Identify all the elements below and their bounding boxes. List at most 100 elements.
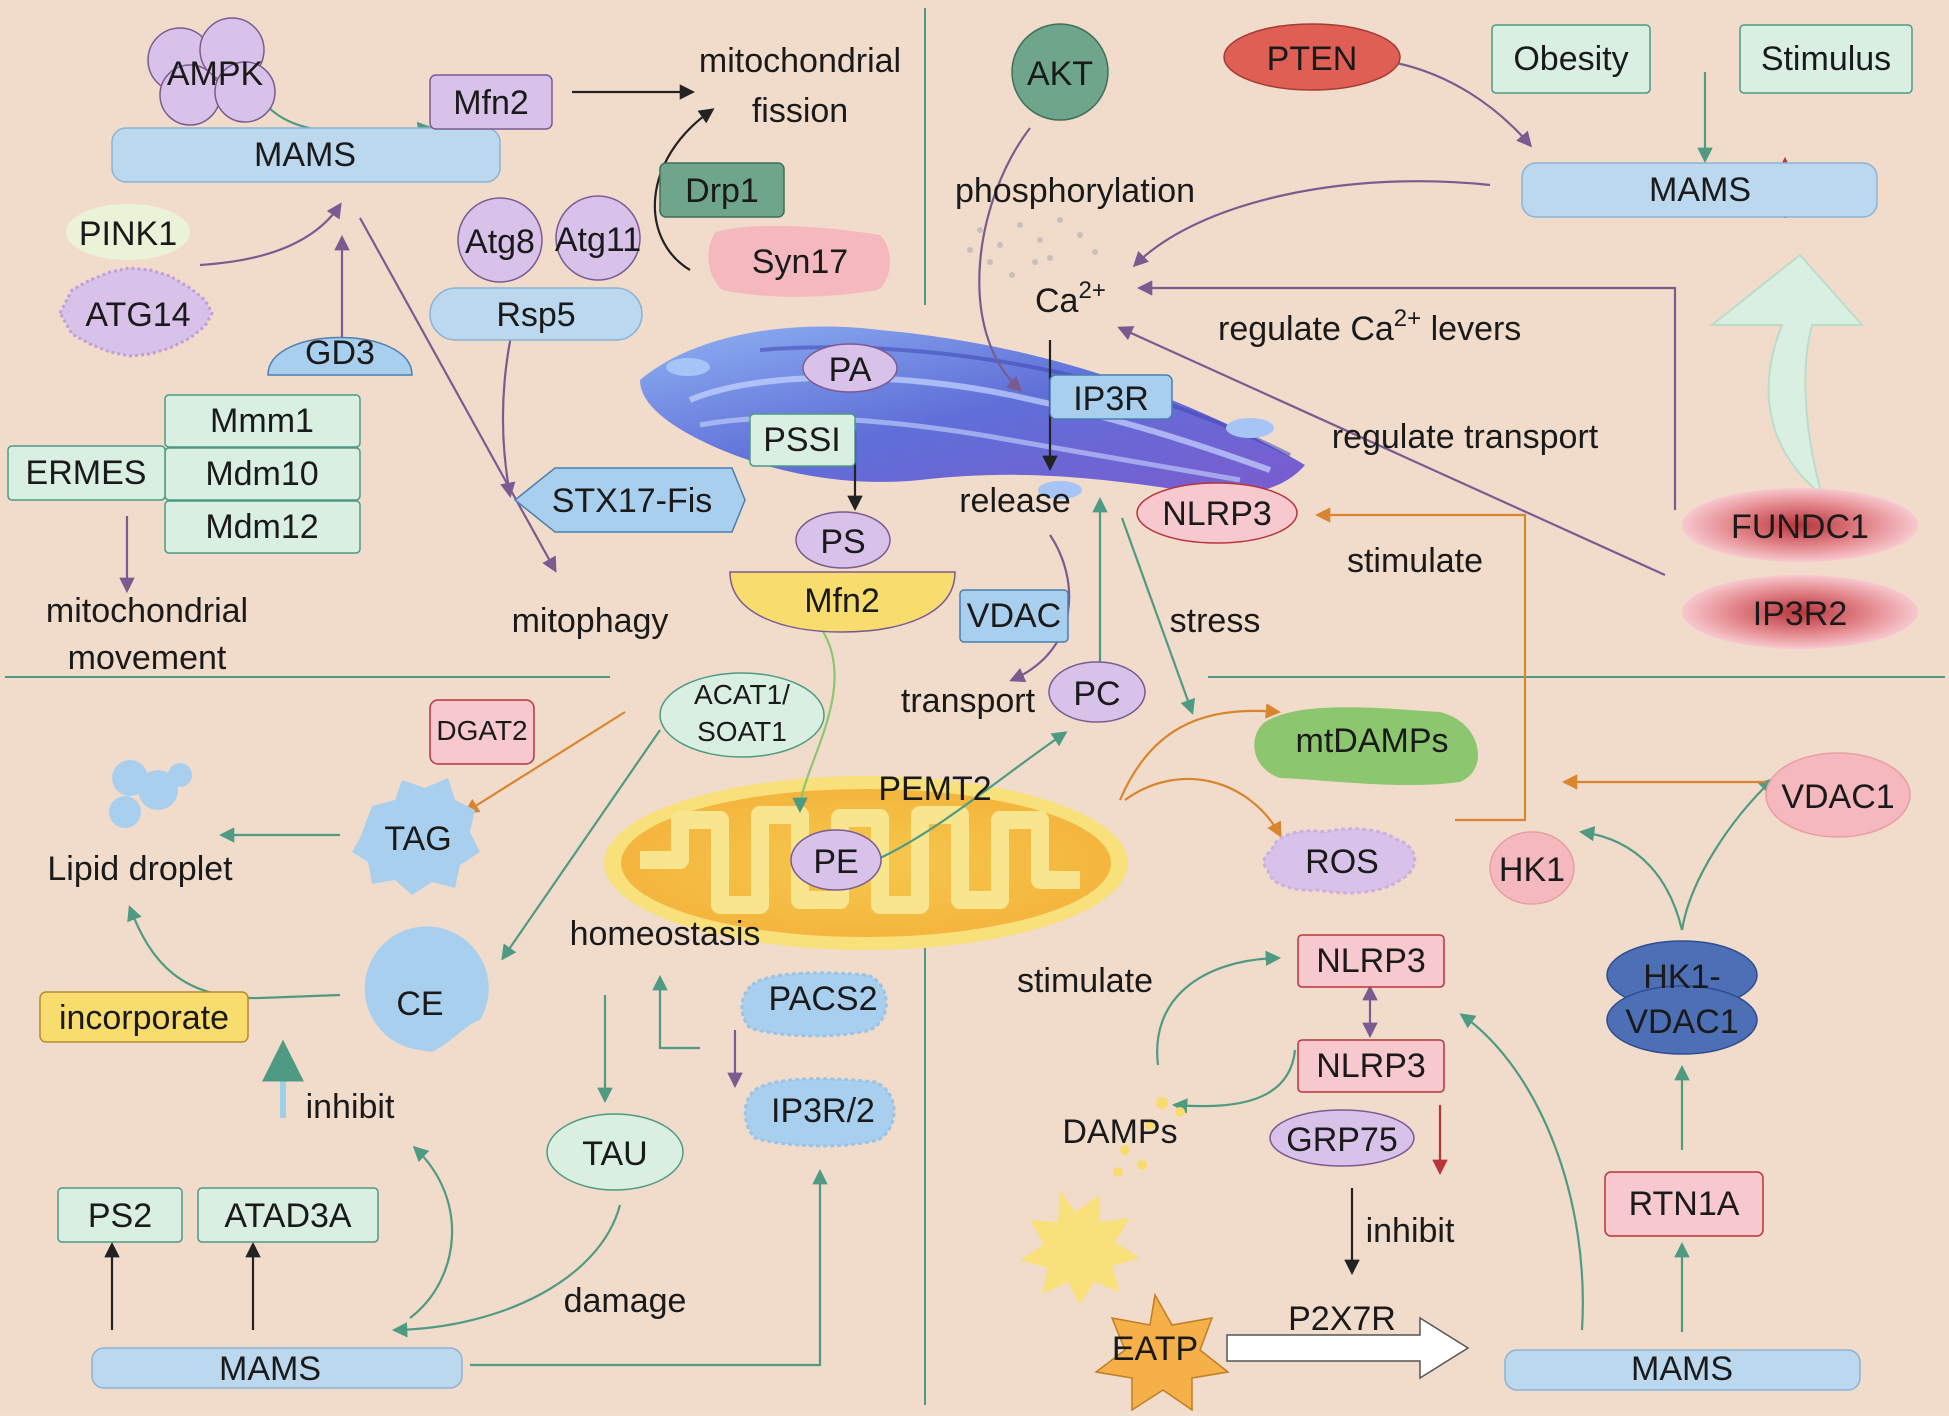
mfn2-mid-shape bbox=[729, 571, 956, 633]
arrows bbox=[104, 58, 1793, 1367]
pa-ellipse bbox=[802, 343, 898, 393]
regulate-ca-text: regulate Ca bbox=[1218, 310, 1394, 348]
mito-fission-line1: mitochondrial bbox=[699, 42, 901, 80]
eatp-star bbox=[1094, 1292, 1230, 1412]
pemt2-label: PEMT2 bbox=[878, 770, 991, 808]
dgat2-box bbox=[429, 699, 535, 765]
pssi-box bbox=[749, 413, 856, 467]
syn17-shape bbox=[708, 225, 890, 297]
fundc1-ellipse bbox=[1682, 488, 1918, 562]
stimulus-label: Stimulus bbox=[1761, 40, 1891, 78]
damps-label: DAMPs bbox=[1062, 1113, 1177, 1151]
atg8-label: Atg8 bbox=[465, 223, 535, 261]
pe-label: PE bbox=[813, 843, 858, 881]
ip3r2-label: IP3R2 bbox=[1753, 595, 1848, 633]
ip3r2-ellipse bbox=[1682, 575, 1918, 649]
transport-label: transport bbox=[901, 682, 1036, 720]
mtdamps-label: mtDAMPs bbox=[1296, 722, 1449, 760]
mito-movement-line1: mitochondrial bbox=[46, 592, 248, 630]
ce-shape bbox=[364, 926, 489, 1052]
nlrp3-top-label: NLRP3 bbox=[1162, 495, 1272, 533]
vdac-box bbox=[959, 589, 1069, 643]
atg14-label: ATG14 bbox=[85, 296, 190, 334]
ip3r-label: IP3R bbox=[1073, 380, 1149, 418]
regulate-ca-label: regulate Ca2+ levers bbox=[1218, 305, 1521, 348]
homeostasis-label: homeostasis bbox=[570, 915, 761, 953]
obesity-label: Obesity bbox=[1513, 40, 1628, 78]
mams-br-label: MAMS bbox=[1631, 1350, 1733, 1388]
lipid-droplet-icon bbox=[109, 760, 192, 828]
grp75-label: GRP75 bbox=[1286, 1121, 1398, 1159]
atg14-shape bbox=[58, 266, 214, 358]
mams-bar-br bbox=[1504, 1349, 1861, 1391]
ermes-box bbox=[7, 445, 166, 501]
eatp-label: EATP bbox=[1112, 1330, 1198, 1368]
nlrp3-a-label: NLRP3 bbox=[1316, 942, 1426, 980]
nlrp3-b-label: NLRP3 bbox=[1316, 1047, 1426, 1085]
inhibit-bl-label: inhibit bbox=[306, 1088, 395, 1126]
release-label: release bbox=[959, 482, 1071, 520]
akt-circle bbox=[1011, 23, 1109, 121]
nlrp3-a-box bbox=[1297, 934, 1445, 988]
mams-bl-label: MAMS bbox=[219, 1350, 321, 1388]
obesity-box bbox=[1491, 24, 1651, 94]
pa-label: PA bbox=[829, 351, 872, 389]
mams-bar-bl bbox=[91, 1347, 463, 1389]
ca-label: Ca2+ bbox=[1035, 277, 1106, 320]
mfn2-top-box bbox=[429, 74, 553, 130]
rtn1a-label: RTN1A bbox=[1629, 1185, 1740, 1223]
gd3-label: GD3 bbox=[305, 334, 375, 372]
nlrp3-b-box bbox=[1297, 1039, 1445, 1093]
syn17-label: Syn17 bbox=[752, 243, 848, 281]
drp1-label: Drp1 bbox=[685, 172, 759, 210]
ros-label: ROS bbox=[1305, 843, 1379, 881]
stimulus-box bbox=[1739, 24, 1913, 94]
pten-label: PTEN bbox=[1267, 40, 1358, 78]
ros-shape bbox=[1262, 827, 1417, 895]
tau-label: TAU bbox=[582, 1135, 647, 1173]
vdac-label: VDAC bbox=[967, 597, 1061, 635]
mams-bar-tl bbox=[111, 127, 501, 183]
atad3a-label: ATAD3A bbox=[224, 1197, 352, 1235]
mams-tr-label: MAMS bbox=[1649, 171, 1751, 209]
pacs2-shape bbox=[740, 971, 888, 1038]
vdac1-label: VDAC1 bbox=[1781, 778, 1894, 816]
damage-label: damage bbox=[564, 1282, 687, 1320]
ca-text: Ca bbox=[1035, 282, 1079, 320]
stress-label: stress bbox=[1170, 602, 1261, 640]
ps-ellipse bbox=[795, 511, 891, 569]
atg8-circle bbox=[457, 197, 543, 283]
hk1-vdac1-line2: VDAC1 bbox=[1625, 1003, 1738, 1041]
damps-burst bbox=[1020, 1190, 1140, 1305]
upregulation-arrow bbox=[1709, 253, 1865, 498]
stimulate-top-label: stimulate bbox=[1347, 542, 1483, 580]
stimulate-bot-label: stimulate bbox=[1017, 962, 1153, 1000]
ps2-label: PS2 bbox=[88, 1197, 152, 1235]
pten-ellipse bbox=[1223, 23, 1401, 91]
regulate-ca-superscript: 2+ bbox=[1394, 305, 1421, 332]
mams-bar-tr bbox=[1521, 162, 1878, 218]
tag-label: TAG bbox=[384, 820, 451, 858]
ps2-box bbox=[57, 1187, 183, 1243]
mito-movement-line2: movement bbox=[68, 639, 227, 677]
akt-label: AKT bbox=[1027, 55, 1093, 93]
atg11-circle bbox=[555, 195, 641, 281]
ip3r-2-label: IP3R/2 bbox=[771, 1092, 875, 1130]
tag-shape bbox=[352, 778, 480, 895]
incorporate-box bbox=[39, 991, 249, 1043]
stx17-label: STX17-Fis bbox=[552, 482, 713, 520]
mmm1-box bbox=[164, 394, 361, 448]
quadrant-dividers bbox=[5, 8, 1945, 1405]
inhibit-br-label: inhibit bbox=[1366, 1212, 1455, 1250]
mito-fission-line2: fission bbox=[752, 92, 848, 130]
incorporate-label: incorporate bbox=[59, 999, 229, 1037]
mdm10-label: Mdm10 bbox=[205, 455, 318, 493]
pssi-label: PSSI bbox=[763, 421, 840, 459]
damps-dots bbox=[1113, 1097, 1185, 1177]
pink1-shape bbox=[66, 204, 190, 260]
atad3a-box bbox=[197, 1187, 379, 1243]
ca-superscript: 2+ bbox=[1078, 277, 1105, 304]
ampk-cluster bbox=[147, 17, 276, 126]
mams-tl-label: MAMS bbox=[254, 136, 356, 174]
